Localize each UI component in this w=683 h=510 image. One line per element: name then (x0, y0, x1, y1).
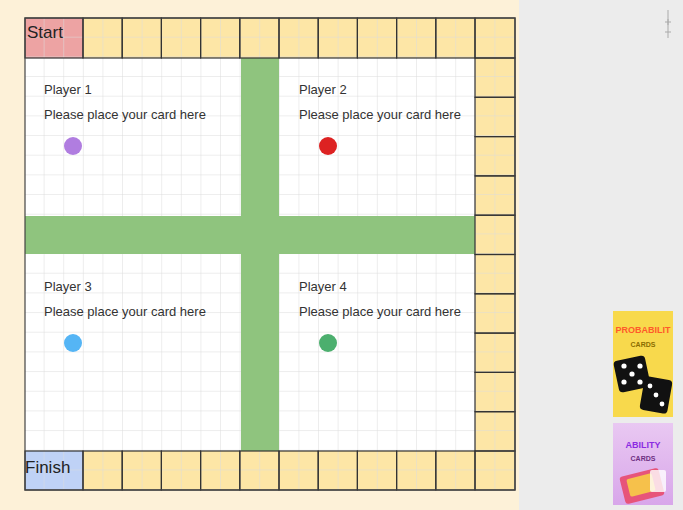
track-cell (475, 97, 515, 136)
track-cell (25, 451, 83, 490)
track-cell (397, 18, 436, 58)
track-cell (122, 18, 161, 58)
zoom-control (665, 10, 671, 38)
track-cell (318, 18, 357, 58)
ability-card: ABILITY CARDS (613, 423, 673, 505)
start-label: Start (27, 24, 63, 43)
track-cell (279, 18, 318, 58)
track-cell (83, 451, 122, 490)
track-cell (475, 294, 515, 333)
card-instruction: Please place your card here (299, 107, 461, 123)
card-subtitle: CARDS (631, 455, 656, 463)
player-name: Player 3 (44, 279, 92, 295)
card-picture (619, 468, 666, 505)
track-cell (475, 215, 515, 254)
finish-cell: Finish (25, 451, 83, 490)
player-dot (64, 334, 82, 352)
track-cell (161, 451, 200, 490)
track-cell (240, 451, 279, 490)
card-ground (613, 311, 673, 417)
track-cell (475, 372, 515, 411)
track-cell (279, 451, 318, 490)
track-cell (475, 333, 515, 372)
green-band (279, 216, 475, 254)
board-border (25, 18, 515, 490)
probability-card: PROBABILIT CARDS (613, 311, 673, 417)
player-dot (319, 137, 337, 155)
side-panel (519, 0, 683, 510)
track-cell (201, 18, 240, 58)
card-subtitle: CARDS (631, 341, 656, 349)
track-cell (201, 451, 240, 490)
track-cell (240, 18, 279, 58)
card-ground (613, 423, 673, 505)
grid (25, 18, 515, 490)
player-name: Player 1 (44, 82, 92, 98)
dice-picture (613, 355, 673, 414)
track-cell (436, 451, 475, 490)
track-cell (475, 255, 515, 294)
player-dot (64, 137, 82, 155)
track-cell (475, 176, 515, 215)
player-dot (319, 334, 337, 352)
player-name: Player 2 (299, 82, 347, 98)
card-instruction: Please place your card here (44, 107, 206, 123)
track-cell (122, 451, 161, 490)
track-cell (475, 451, 515, 490)
track-cell (397, 451, 436, 490)
card-instruction: Please place your card here (44, 304, 206, 320)
track-cell (25, 18, 83, 58)
green-band (241, 58, 279, 451)
card-title: PROBABILIT (616, 326, 671, 336)
track-cell (475, 412, 515, 451)
track-cell (475, 58, 515, 97)
track-cell (161, 18, 200, 58)
start-cell: Start (25, 18, 83, 58)
green-band (25, 216, 241, 254)
track-cell (83, 18, 122, 58)
track-cell (357, 451, 396, 490)
player-name: Player 4 (299, 279, 347, 295)
card-title: ABILITY (626, 441, 661, 451)
track-cell (475, 18, 515, 58)
track-cell (475, 137, 515, 176)
board-ground (25, 18, 515, 490)
track-cells (25, 18, 515, 490)
track-cell (436, 18, 475, 58)
track-cell (318, 451, 357, 490)
card-instruction: Please place your card here (299, 304, 461, 320)
finish-label: Finish (25, 459, 70, 478)
track-cell (357, 18, 396, 58)
